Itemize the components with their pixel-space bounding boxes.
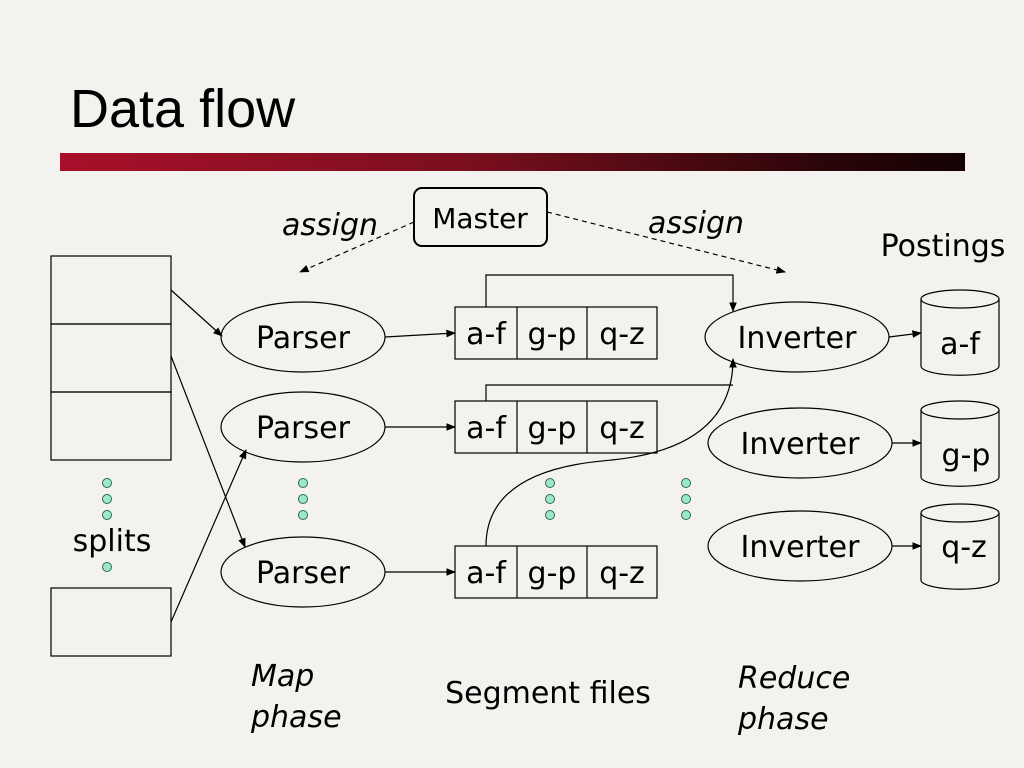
postings-label-1: a-f [940,327,981,362]
inverter-label-2: Inverter [741,427,861,462]
parser-to-segment-arrows [384,329,456,576]
title-divider-bar [60,153,965,171]
segment-file-row-3 [454,545,658,599]
segment-2-qz: q-z [599,411,645,446]
inverters-ellipsis [681,478,691,520]
split-box-3 [50,391,172,461]
segment-1-qz: q-z [599,317,645,352]
parser-label-2: Parser [256,411,351,446]
segment-2-af: a-f [466,411,507,446]
segment-file-row-2 [454,400,658,454]
slide-title: Data flow [70,79,296,139]
postings-cylinder-2 [920,400,1000,487]
master-box [413,187,548,247]
postings-label: Postings [881,229,1006,264]
segment-file-row-1 [454,306,658,360]
splits-ellipsis [102,478,112,572]
segment-1-af: a-f [466,317,507,352]
inverter-label-3: Inverter [741,530,861,565]
postings-cylinder-1 [920,289,1000,376]
segment-3-qz: q-z [599,556,645,591]
master-label: Master [432,202,528,235]
map-phase-line-1: Map [251,659,314,694]
parsers-ellipsis [298,478,308,520]
inverter-to-postings-arrows [888,330,922,550]
segment-1-gp: g-p [528,317,577,352]
split-box-2 [50,323,172,393]
split-box-1 [50,255,172,325]
segment-2-gp: g-p [528,411,577,446]
assign-right-label: assign [648,206,744,241]
postings-cylinder-3 [920,503,1000,590]
map-phase-line-2: phase [250,700,342,735]
inverter-label-1: Inverter [738,321,858,356]
reduce-phase-line-1: Reduce [738,661,850,696]
segments-ellipsis [545,478,555,520]
split-to-parser-arrows [170,289,247,623]
segment-3-af: a-f [466,556,507,591]
af-to-inverter-arrows [485,274,737,547]
segment-3-gp: g-p [528,556,577,591]
parser-label-1: Parser [256,321,351,356]
segment-files-caption: Segment files [445,676,651,711]
postings-label-2: g-p [942,438,991,473]
assign-arrow-right [546,211,786,274]
postings-label-3: q-z [941,530,987,565]
assign-left-label: assign [282,208,378,243]
split-box-last [50,587,172,657]
parser-label-3: Parser [256,556,351,591]
reduce-phase-line-2: phase [737,702,829,737]
assign-arrow-left [299,221,415,273]
splits-label: splits [73,524,152,559]
